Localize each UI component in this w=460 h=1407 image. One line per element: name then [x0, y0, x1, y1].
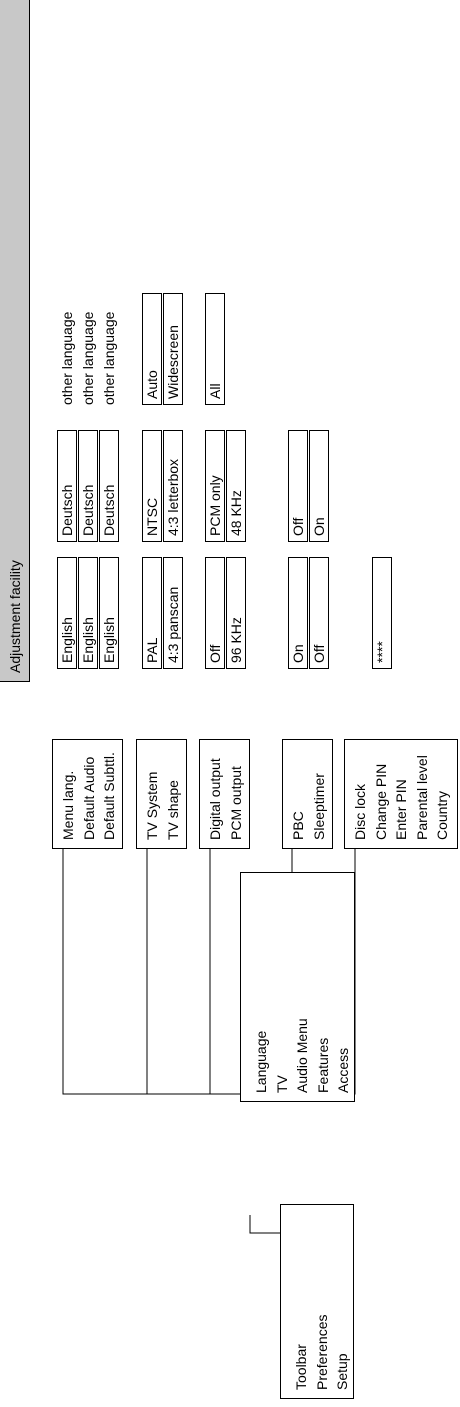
root-item-toolbar[interactable]: Toolbar — [293, 1344, 309, 1390]
item-sleeptimer[interactable]: Sleeptimer — [310, 773, 327, 840]
root-menu-box: Toolbar Preferences Setup — [280, 1204, 354, 1399]
option-pcm-output-96khz[interactable]: 96 KHz — [226, 557, 246, 669]
option-menu-lang-other[interactable]: other language — [59, 311, 75, 405]
item-pbc[interactable]: PBC — [290, 811, 306, 840]
option-digital-output-all[interactable]: All — [205, 293, 225, 405]
option-default-audio-deutsch[interactable]: Deutsch — [78, 430, 98, 542]
option-default-audio-other[interactable]: other language — [80, 311, 96, 405]
item-pcm-output[interactable]: PCM output — [227, 766, 244, 840]
option-tv-shape-widescreen[interactable]: Widescreen — [163, 293, 183, 405]
option-tv-shape-letterbox[interactable]: 4:3 letterbox — [163, 430, 183, 542]
item-parental-level[interactable]: Parental level — [413, 755, 430, 840]
language-group-box: Menu lang. Default Audio Default Subttl. — [52, 739, 123, 849]
root-item-setup[interactable]: Setup — [334, 1353, 350, 1390]
item-menu-lang[interactable]: Menu lang. — [60, 770, 76, 840]
option-default-audio-english[interactable]: English — [78, 557, 98, 669]
option-tv-system-ntsc[interactable]: NTSC — [142, 430, 162, 542]
item-digital-output[interactable]: Digital output — [207, 758, 223, 840]
option-tv-system-pal[interactable]: PAL — [142, 557, 162, 669]
option-tv-system-auto[interactable]: Auto — [142, 293, 162, 405]
option-pbc-on[interactable]: On — [288, 557, 308, 669]
item-default-subtitle[interactable]: Default Subttl. — [101, 752, 117, 840]
main-item-access[interactable]: Access — [335, 1047, 351, 1093]
access-group-box: Disc lock Change PIN Enter PIN Parental … — [344, 739, 458, 849]
main-item-language[interactable]: Language — [253, 1030, 269, 1093]
features-group-box: PBC Sleeptimer — [282, 739, 333, 849]
item-enter-pin[interactable]: Enter PIN — [393, 779, 409, 840]
root-item-preferences[interactable]: Preferences — [313, 1314, 330, 1390]
audio-group-box: Digital output PCM output — [199, 739, 250, 849]
main-item-features[interactable]: Features — [314, 1037, 331, 1093]
option-tv-shape-panscan[interactable]: 4:3 panscan — [163, 557, 183, 669]
main-menu-box: Language TV Audio Menu Features Access — [240, 872, 355, 1102]
option-pcm-output-48khz[interactable]: 48 KHz — [226, 430, 246, 542]
item-tv-system[interactable]: TV System — [144, 771, 160, 840]
option-default-subtitle-other[interactable]: other language — [101, 311, 117, 405]
option-digital-output-pcm-only[interactable]: PCM only — [205, 430, 225, 542]
connector-main-language — [62, 849, 250, 1095]
option-sleeptimer-on[interactable]: On — [309, 430, 329, 542]
pin-entry-field[interactable]: **** — [372, 557, 392, 669]
item-tv-shape[interactable]: TV shape — [164, 780, 181, 840]
option-default-subtitle-english[interactable]: English — [99, 557, 119, 669]
option-default-subtitle-deutsch[interactable]: Deutsch — [99, 430, 119, 542]
option-menu-lang-deutsch[interactable]: Deutsch — [57, 430, 77, 542]
item-disc-lock[interactable]: Disc lock — [352, 783, 368, 840]
option-pbc-off[interactable]: Off — [288, 430, 308, 542]
main-item-audio-menu[interactable]: Audio Menu — [294, 1018, 310, 1093]
main-item-tv[interactable]: TV — [273, 1075, 290, 1093]
item-country[interactable]: Country — [434, 790, 450, 840]
option-sleeptimer-off[interactable]: Off — [309, 557, 329, 669]
item-change-pin[interactable]: Change PIN — [372, 763, 389, 840]
item-default-audio[interactable]: Default Audio — [80, 756, 97, 840]
option-digital-output-off[interactable]: Off — [205, 557, 225, 669]
tv-group-box: TV System TV shape — [136, 739, 187, 849]
option-menu-lang-english[interactable]: English — [57, 557, 77, 669]
